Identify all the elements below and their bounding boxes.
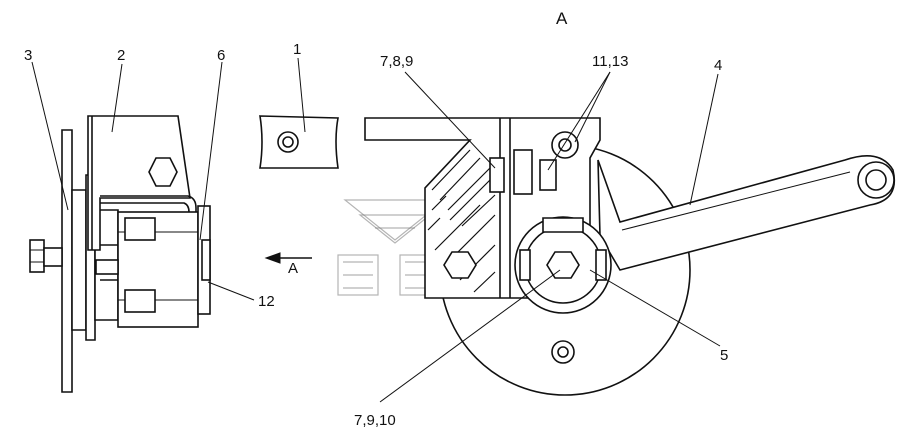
fastener-789 — [489, 157, 505, 193]
callout-2: 2 — [117, 47, 125, 64]
view-a-assembly — [364, 117, 895, 396]
block-tab-1 — [124, 217, 156, 241]
leader-3 — [31, 61, 69, 211]
block-tab-2 — [124, 289, 156, 313]
leader-2 — [111, 63, 123, 133]
hub-key — [542, 217, 584, 233]
leader-6 — [199, 61, 223, 241]
hub-hex — [546, 251, 580, 279]
watermark — [337, 199, 449, 296]
leader-5 — [589, 269, 721, 347]
bolt-washer — [43, 247, 63, 267]
arrow-label: A — [288, 260, 298, 277]
leader-1 — [297, 57, 306, 133]
callout-11-13: 11,13 — [592, 53, 628, 70]
leader-1113-a — [574, 71, 611, 143]
leader-12 — [207, 281, 255, 301]
callout-6: 6 — [217, 47, 225, 64]
callout-5: 5 — [720, 347, 728, 364]
hub-slot-right — [595, 249, 607, 281]
bracket — [87, 115, 191, 251]
hex-nut — [148, 157, 178, 187]
leader-789 — [404, 71, 496, 169]
nut-11-13 — [539, 159, 557, 191]
view-title: A — [556, 9, 568, 28]
lever-arm — [597, 154, 895, 271]
callout-7-9-10: 7,9,10 — [354, 412, 396, 429]
hub-slot-left — [519, 249, 531, 281]
callout-1: 1 — [293, 41, 301, 58]
hex-nut-lower — [443, 251, 477, 279]
leader-4 — [689, 73, 719, 206]
leader-1113-b — [547, 71, 611, 171]
back-plate — [61, 129, 73, 393]
bolt-head — [29, 239, 45, 273]
side-view-assembly — [29, 115, 211, 393]
callout-3: 3 — [24, 47, 32, 64]
view-arrow — [264, 252, 312, 264]
part-1-plate — [259, 115, 339, 169]
shaft-stub — [95, 259, 119, 275]
callout-7-8-9: 7,8,9 — [380, 53, 413, 70]
callout-4: 4 — [714, 57, 722, 74]
fastener-plate — [513, 149, 533, 195]
hub-ring-1 — [71, 189, 87, 331]
leader-7910 — [379, 269, 561, 403]
leader-lines — [31, 57, 721, 403]
part-6-plate — [201, 239, 211, 281]
callout-12: 12 — [258, 293, 275, 310]
